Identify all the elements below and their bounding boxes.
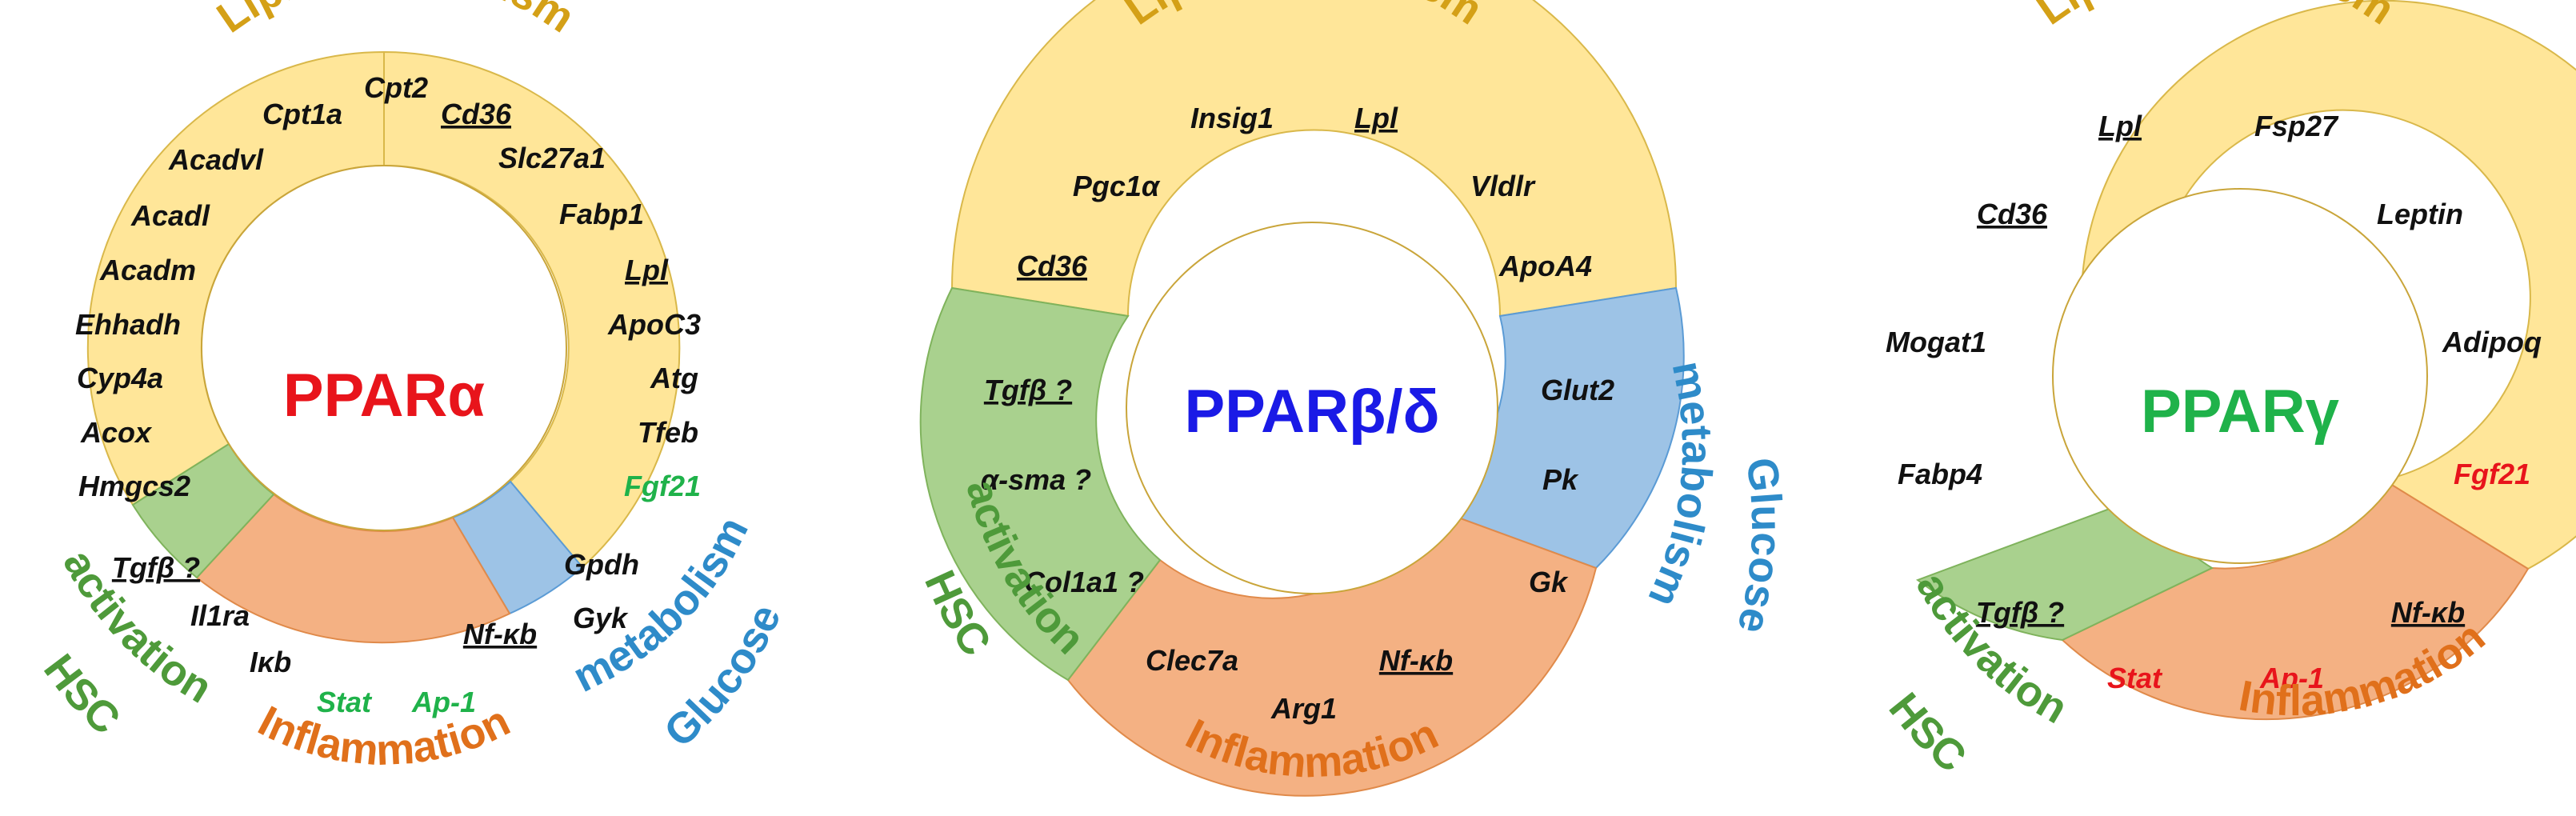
gene-label: Hmgcs2 (78, 470, 190, 502)
gene-label: Tgfβ ? (984, 374, 1072, 406)
gene-label: Gpdh (564, 548, 639, 581)
gene-label: Atg (650, 362, 698, 394)
center-label-ppar-alpha: PPARα (283, 362, 485, 430)
gene-label: Ehhadh (75, 308, 181, 341)
lipid-segment (950, 0, 1678, 318)
lipid-segment (383, 50, 681, 569)
gene-label: Cyp4a (77, 362, 163, 394)
gene-label: Col1a1 ? (1024, 566, 1144, 598)
hsc-segment (919, 286, 1162, 682)
gene-label: Cd36 (441, 98, 512, 130)
gene-label: Fabp4 (1898, 458, 1982, 490)
gene-label: Fabp1 (559, 198, 644, 230)
gene-label: Iκb (250, 646, 291, 678)
center-label-ppar-beta-delta: PPARβ/δ (1184, 378, 1439, 446)
gene-label: Glut2 (1541, 374, 1614, 406)
gene-label: α-sma ? (981, 463, 1091, 496)
gene-label: Cpt2 (364, 71, 428, 104)
category-label-hsc: HSC (1880, 684, 1976, 782)
gene-label: Tgfβ ? (1976, 596, 2064, 629)
gene-label: Slc27a1 (498, 142, 606, 174)
gene-label: Pgc1α (1073, 170, 1161, 202)
panel-ppar-alpha: PPARα Cpt2 Cd36 Cpt1a Slc27a1 Acadvl Fab… (34, 0, 790, 774)
gene-label: Fgf21 (2454, 458, 2530, 490)
gene-label: Nf-κb (2391, 596, 2465, 629)
center-label-ppar-gamma: PPARγ (2141, 378, 2339, 446)
gene-label: Lpl (625, 254, 669, 286)
gene-label: Acadm (99, 254, 196, 286)
gene-label: Mogat1 (1886, 326, 1986, 358)
panel-ppar-beta-delta: PPARβ/δ Insig1 Lpl Pgc1α Vldlr Cd36 ApoA… (915, 0, 1790, 797)
gene-label: Pk (1542, 463, 1579, 496)
gene-label: Fgf21 (624, 470, 701, 502)
gene-label: Ap-1 (411, 686, 476, 718)
category-label-lipid: Lipid metabolism (209, 0, 583, 42)
gene-label: Tfeb (638, 416, 698, 449)
gene-label: Fsp27 (2254, 110, 2339, 142)
gene-label: Clec7a (1146, 644, 1238, 677)
category-label-inflammation: Inflammation (250, 697, 517, 774)
gene-label: Tgfβ ? (112, 551, 200, 584)
gene-label: Gyk (573, 602, 629, 634)
gene-label: Nf-κb (463, 618, 537, 650)
gene-label: Nf-κb (1379, 644, 1453, 677)
gene-label: Insig1 (1190, 102, 1274, 134)
gene-label: Arg1 (1270, 692, 1337, 725)
gene-label: Stat (2107, 662, 2163, 694)
gene-label: Cpt1a (262, 98, 342, 130)
gene-label: Lpl (1354, 102, 1398, 134)
gene-label: Leptin (2377, 198, 2463, 230)
gene-label: Stat (317, 686, 373, 718)
gene-label: Acadvl (168, 143, 264, 176)
gene-label: Acox (80, 416, 153, 449)
panel-ppar-gamma: PPARγ Lpl Fsp27 Cd36 Leptin Mogat1 Adipo… (1880, 0, 2576, 782)
gene-label: ApoA4 (1498, 250, 1592, 282)
gene-label: Gk (1529, 566, 1569, 598)
gene-label: Adipoq (2442, 326, 2542, 358)
gene-label: ApoC3 (607, 308, 701, 341)
gene-label: Acadl (130, 199, 210, 232)
gene-label: Lpl (2098, 110, 2142, 142)
gene-label: Ap-1 (2259, 662, 2324, 694)
gene-label: Cd36 (1017, 250, 1088, 282)
gene-label: Cd36 (1977, 198, 2048, 230)
gene-label: Il1ra (190, 599, 250, 632)
gene-label: Vldlr (1470, 170, 1536, 202)
category-label-glucose: Glucose (1728, 455, 1790, 639)
category-label-hsc: HSC (34, 646, 129, 744)
